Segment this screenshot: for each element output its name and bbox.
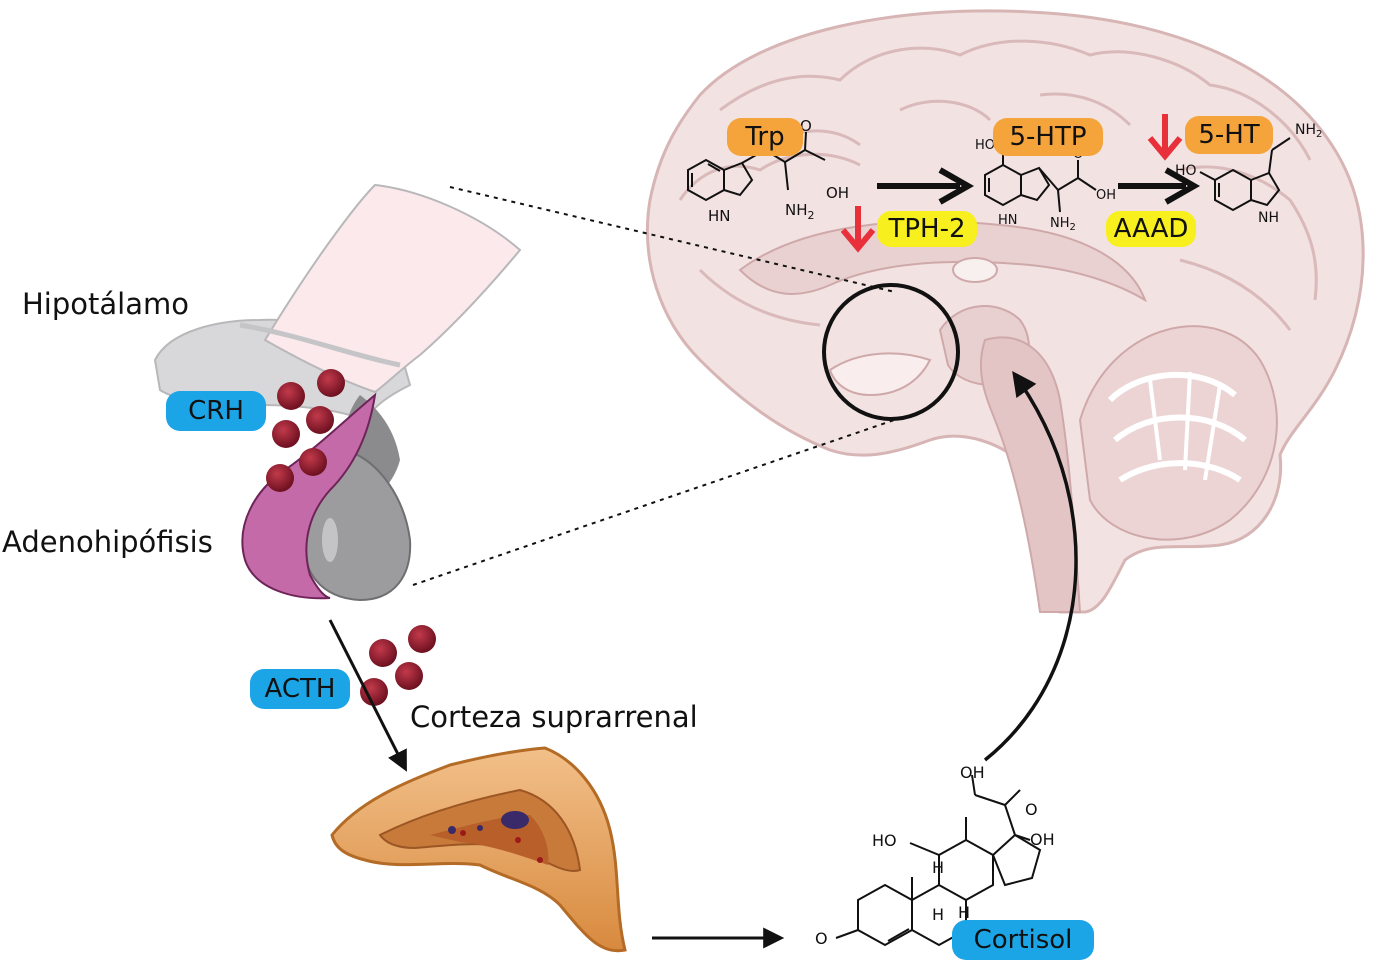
atom-ho-label: HO bbox=[975, 138, 995, 153]
crh-badge: CRH bbox=[166, 391, 266, 431]
atom-o-label: O bbox=[800, 117, 812, 135]
cortisol-badge: Cortisol bbox=[952, 920, 1094, 960]
cortisol-atom-labels: O O OH OH HO H H H bbox=[815, 763, 1055, 948]
atom-oh-label: OH bbox=[826, 184, 849, 202]
5ht-structure bbox=[1199, 137, 1291, 212]
atom-nh2-label: NH2 bbox=[1295, 122, 1322, 140]
atom-nh2-label: NH2 bbox=[1050, 216, 1076, 233]
atom-o-label: O bbox=[1025, 800, 1038, 819]
atom-ho-label: HO bbox=[872, 831, 897, 850]
atom-o-label: O bbox=[815, 929, 828, 948]
trp-atom-labels: HN OH O NH2 bbox=[708, 117, 849, 225]
brain-illustration bbox=[646, 9, 1365, 614]
atom-hn-label: HN bbox=[708, 207, 731, 225]
zoom-circle bbox=[822, 283, 960, 421]
acth-badge: ACTH bbox=[250, 669, 350, 709]
adenohypophysis-label: Adenohipófisis bbox=[2, 525, 213, 559]
trp-badge: Trp bbox=[727, 118, 803, 156]
atom-hn-label: HN bbox=[998, 213, 1018, 228]
atom-nh-label: NH bbox=[1258, 210, 1279, 226]
atom-oh-label: OH bbox=[1030, 830, 1055, 849]
cortisol-structure bbox=[835, 774, 1042, 947]
5ht-badge: 5-HT bbox=[1185, 116, 1273, 154]
acth-granules bbox=[360, 625, 436, 706]
atom-oh-label: OH bbox=[1096, 188, 1116, 203]
arrow-cortisol-to-brain bbox=[983, 371, 1078, 762]
tph2-badge: TPH-2 bbox=[877, 211, 977, 247]
crh-granules bbox=[266, 369, 345, 492]
zoom-line-top bbox=[449, 186, 896, 293]
aaad-badge: AAAD bbox=[1106, 211, 1196, 247]
atom-h-label: H bbox=[958, 903, 970, 922]
5htp-badge: 5-HTP bbox=[993, 118, 1103, 156]
atom-oh-label: OH bbox=[960, 763, 985, 782]
adrenal-illustration bbox=[330, 746, 627, 953]
hypothalamus-label: Hipotálamo bbox=[22, 287, 189, 321]
atom-nh2-label: NH2 bbox=[785, 201, 815, 222]
atom-h-label: H bbox=[932, 858, 944, 877]
5htp-structure bbox=[984, 150, 1097, 213]
red-down-arrow-icon bbox=[840, 206, 876, 253]
arrow-pituitary-to-adrenal bbox=[328, 619, 407, 772]
adrenal-cortex-label: Corteza suprarrenal bbox=[410, 700, 698, 734]
atom-h-label: H bbox=[932, 905, 944, 924]
reaction-arrow-2 bbox=[1118, 167, 1201, 205]
reaction-arrow-1 bbox=[877, 167, 975, 205]
red-down-arrow-icon bbox=[1147, 114, 1183, 161]
